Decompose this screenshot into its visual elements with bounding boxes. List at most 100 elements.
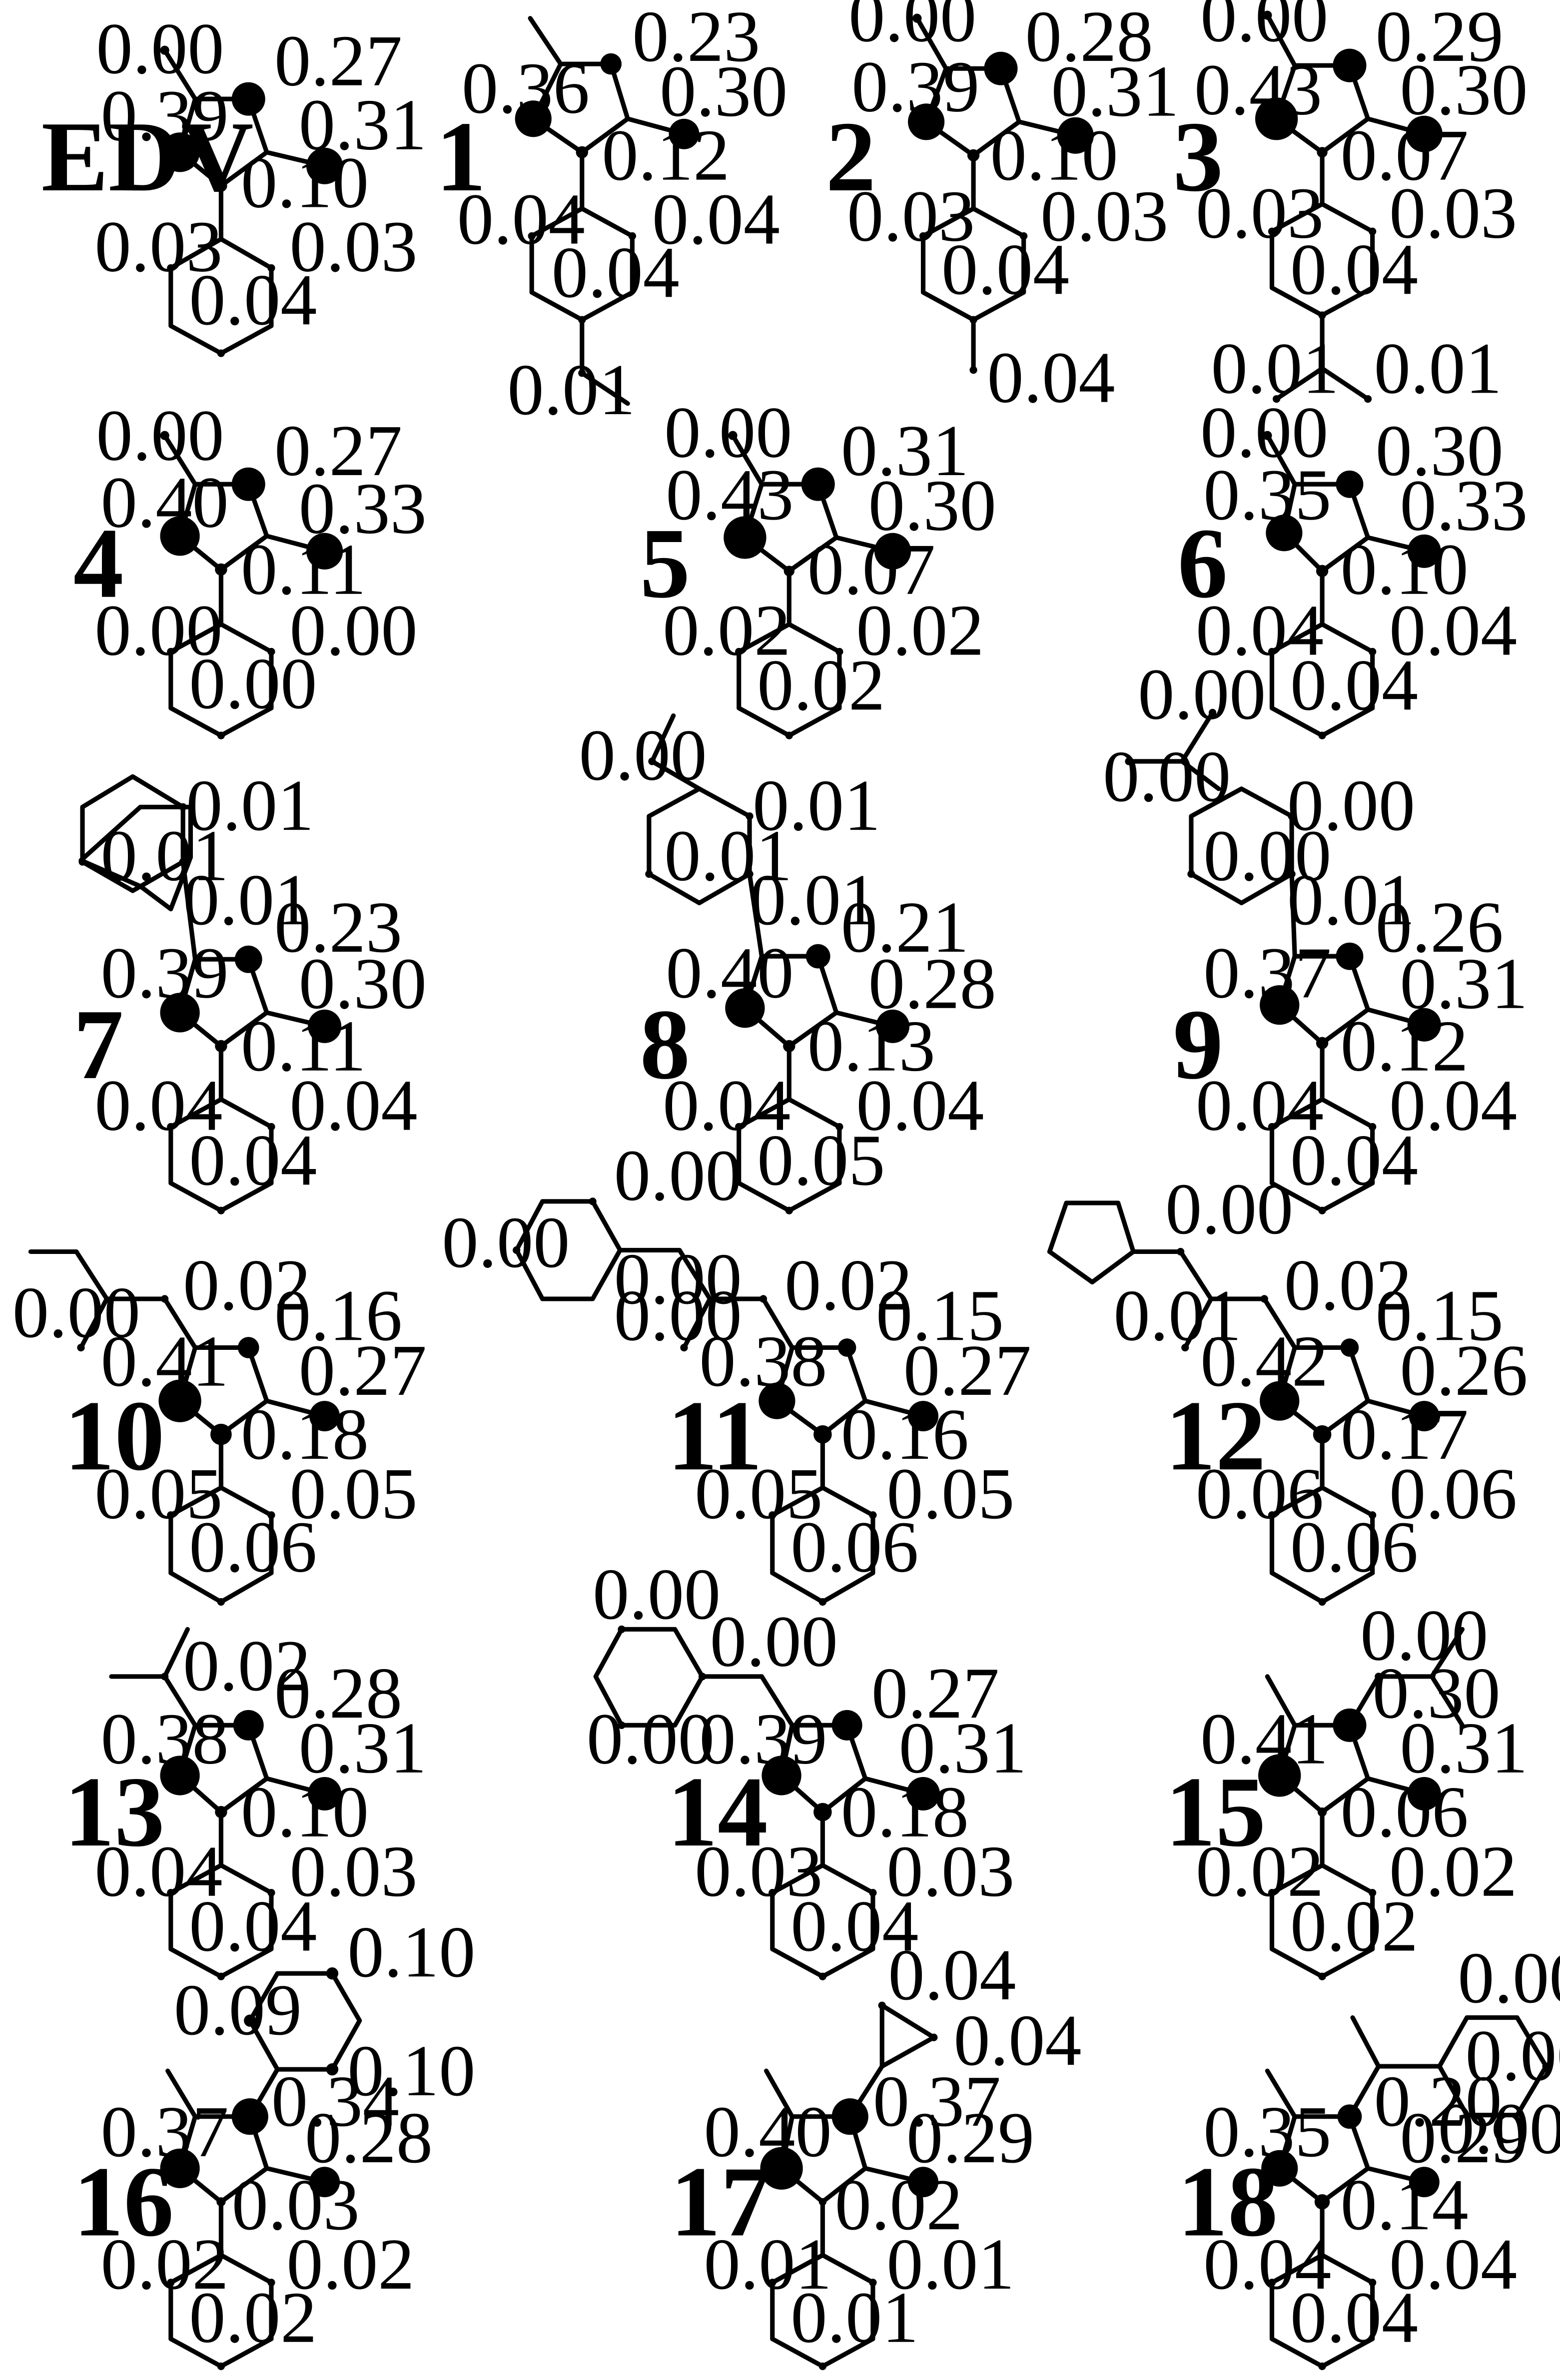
charge-value: 0.00 [1466, 2015, 1560, 2096]
bond-line [1180, 710, 1215, 764]
atom-dot [1406, 115, 1443, 152]
bond-line [1350, 2015, 1381, 2069]
atom-dot [1375, 1673, 1383, 1681]
bond-line [78, 1296, 109, 1350]
atom-dot [244, 2014, 256, 2027]
atom-dot [969, 366, 977, 374]
charge-value: 0.33 [299, 468, 427, 549]
molecule-label: 4 [73, 508, 124, 619]
atom-dot [167, 647, 175, 656]
atom-dot [158, 1379, 201, 1422]
charge-value: 0.02 [835, 2164, 963, 2245]
charge-value: 0.00 [664, 392, 792, 473]
atom-dot [813, 1802, 832, 1821]
charge-value: 0.38 [101, 1699, 229, 1780]
charge-value: 0.00 [614, 1275, 742, 1356]
charge-value: 0.28 [274, 1653, 402, 1734]
bond-line [1289, 871, 1297, 959]
atom-dot [1317, 147, 1328, 158]
bond-line [162, 1296, 198, 1350]
charge-value: 0.11 [241, 1006, 366, 1087]
atom-dot [645, 870, 653, 878]
bond-line [650, 713, 676, 764]
atom-dot [1317, 1807, 1327, 1817]
molecule-6: 6 0.00 0.30 0.35 0.33 0.10 0.04 0.04 0.0… [1178, 392, 1528, 739]
charge-value: 0.04 [1203, 2224, 1331, 2305]
atom-dot [912, 13, 922, 23]
charge-value: 0.02 [1284, 1244, 1412, 1325]
bond-line [528, 16, 563, 66]
charge-value: 0.02 [663, 590, 790, 671]
molecule-label: 8 [640, 989, 691, 1100]
bond-line [764, 2068, 794, 2119]
charge-value: 0.02 [183, 1625, 311, 1706]
charge-value: 0.00 [96, 8, 224, 89]
atom-dot [267, 1511, 275, 1519]
atom-dot [746, 812, 754, 820]
atom-dot [1318, 1206, 1326, 1214]
charge-value: 0.30 [299, 943, 427, 1024]
charge-value: 0.14 [1341, 2164, 1469, 2245]
charge-value: 0.28 [1025, 0, 1153, 77]
charge-value: 0.03 [695, 1831, 822, 1912]
molecule-9: 9 0.00 0.00 0.00 0.00 0.01 0.26 0.37 0.3… [1103, 654, 1528, 1214]
charge-value: 0.01 [1114, 1275, 1242, 1356]
atom-dot [1407, 1008, 1441, 1042]
molecule-14: 14 0.00 0.00 0.00 0.27 0.39 0.31 0.18 0.… [587, 1554, 1027, 1980]
molecule-label: 17 [671, 2146, 771, 2257]
charge-value: 0.31 [1400, 943, 1528, 1024]
atom-dot [669, 118, 700, 149]
atom-dot [1369, 1123, 1377, 1131]
atom-dot [698, 1673, 707, 1681]
atom-dot [837, 1338, 856, 1357]
molecule-label: 7 [73, 989, 124, 1100]
atom-dot [759, 1382, 795, 1419]
atom-dot [576, 146, 588, 158]
atom-dot [1369, 227, 1377, 235]
atom-dot [984, 51, 1018, 85]
bond-line [74, 1249, 109, 1301]
charge-value: 0.09 [174, 1969, 302, 2050]
charge-value: 0.38 [699, 1321, 827, 1402]
atom-dot [813, 1425, 832, 1444]
charge-value: 0.29 [1376, 0, 1504, 77]
charge-value: 0.04 [1389, 2224, 1517, 2305]
charge-value: 0.29 [1400, 2097, 1528, 2178]
charge-value: 0.10 [990, 115, 1118, 196]
atom-dot [267, 2279, 275, 2287]
atom-dot [306, 533, 343, 570]
atom-dot [724, 516, 767, 559]
charge-value: 0.17 [1341, 1394, 1469, 1475]
atom-dot [160, 431, 169, 440]
atom-dot [78, 858, 86, 866]
charge-value: 0.23 [632, 0, 760, 77]
charge-value: 0.04 [790, 1885, 918, 1966]
charge-value: 0.35 [1203, 2091, 1331, 2172]
charge-value: 0.01 [704, 2224, 832, 2305]
charge-value: 0.04 [94, 1831, 222, 1912]
charge-value: 0.02 [286, 2224, 414, 2305]
atom-dot [835, 1123, 843, 1131]
charge-value: 0.21 [841, 887, 969, 968]
bond-line [162, 1674, 198, 1728]
charge-value: 0.02 [189, 2277, 317, 2358]
atom-dot [1314, 2194, 1330, 2210]
atom-dot [77, 1343, 85, 1352]
atom-dot [1288, 812, 1296, 820]
charge-value: 0.20 [1374, 2061, 1502, 2142]
charge-value: 0.00 [1203, 815, 1331, 896]
charge-value: 0.00 [1200, 0, 1328, 57]
atom-dot [1268, 1889, 1276, 1897]
charge-value: 0.30 [1373, 1653, 1501, 1734]
charge-value: 0.31 [841, 410, 969, 491]
atom-dot [267, 647, 275, 656]
atom-dot [618, 1625, 626, 1633]
molecule-4: 4 0.00 0.27 0.40 0.33 0.11 0.00 0.00 0.0… [73, 395, 427, 739]
atom-dot [818, 1972, 826, 1980]
atom-dot [1209, 708, 1217, 717]
bond-line [580, 371, 630, 406]
charge-value: 0.02 [1196, 1831, 1324, 1912]
atom-dot [769, 1511, 777, 1519]
charge-value: 0.04 [189, 1120, 317, 1200]
charge-value: 0.16 [841, 1394, 969, 1475]
